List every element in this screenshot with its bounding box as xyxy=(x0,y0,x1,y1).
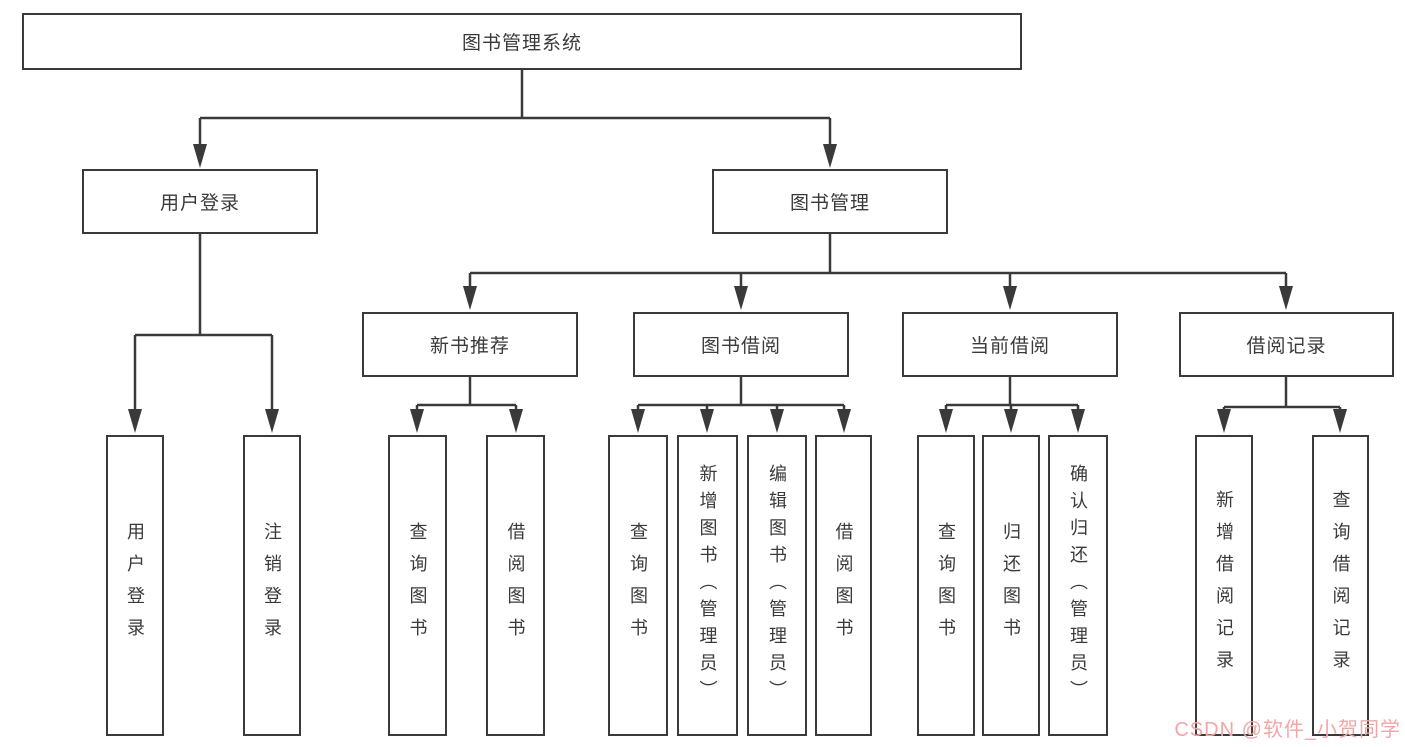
leaf-query-books-borrow: 查询图书 xyxy=(608,435,668,736)
leaf-borrow-books-recommend: 借阅图书 xyxy=(486,435,545,736)
edge-current-to-leaves xyxy=(944,377,1080,411)
leaf-borrow-books: 借阅图书 xyxy=(815,435,872,736)
leaf-edit-books-admin: 编辑图书（管理员） xyxy=(747,435,807,736)
node-user-login-label: 用户登录 xyxy=(159,193,240,214)
leaf-query-borrow-record: 查询借阅记录 xyxy=(1312,435,1369,736)
leaf-return-books: 归还图书 xyxy=(982,435,1040,736)
leaf-borrow-books-label: 借阅图书 xyxy=(833,521,854,650)
root-node: 图书管理系统 xyxy=(22,13,1022,70)
leaf-query-books-recommend: 查询图书 xyxy=(388,435,447,736)
node-book-borrow: 图书借阅 xyxy=(633,312,849,377)
node-current-borrow-label: 当前借阅 xyxy=(969,336,1050,357)
leaf-add-borrow-record: 新增借阅记录 xyxy=(1195,435,1253,736)
leaf-logout: 注销登录 xyxy=(243,435,301,736)
node-user-login: 用户登录 xyxy=(82,169,318,234)
leaf-edit-books-admin-label: 编辑图书（管理员） xyxy=(767,464,787,707)
leaf-borrow-books-recommend-label: 借阅图书 xyxy=(505,521,526,650)
leaf-query-books-current-label: 查询图书 xyxy=(936,521,956,650)
root-node-label: 图书管理系统 xyxy=(461,33,582,54)
node-book-management-label: 图书管理 xyxy=(789,193,870,214)
leaf-user-login-label: 用户登录 xyxy=(125,521,145,650)
edge-borrow-to-leaves xyxy=(636,377,846,411)
leaf-add-books-admin: 新增图书（管理员） xyxy=(677,435,738,736)
leaf-query-books-recommend-label: 查询图书 xyxy=(407,521,428,650)
node-new-book-recommend: 新书推荐 xyxy=(362,312,578,377)
edge-records-to-leaves xyxy=(1222,377,1342,411)
node-book-management: 图书管理 xyxy=(712,169,948,234)
leaf-query-books-current: 查询图书 xyxy=(917,435,975,736)
csdn-watermark: CSDN @软件_小贺同学 xyxy=(1174,719,1401,741)
edge-newbook-to-leaves xyxy=(415,377,518,411)
leaf-logout-label: 注销登录 xyxy=(262,521,282,650)
node-book-borrow-label: 图书借阅 xyxy=(700,336,781,357)
leaf-query-books-borrow-label: 查询图书 xyxy=(628,521,648,650)
node-borrow-records: 借阅记录 xyxy=(1179,312,1394,377)
leaf-add-books-admin-label: 新增图书（管理员） xyxy=(697,464,718,707)
leaf-confirm-return-admin: 确认归还（管理员） xyxy=(1048,435,1108,736)
node-new-book-recommend-label: 新书推荐 xyxy=(429,336,510,357)
leaf-add-borrow-record-label: 新增借阅记录 xyxy=(1214,489,1234,682)
leaf-user-login: 用户登录 xyxy=(106,435,164,736)
edge-userlogin-to-leaves xyxy=(133,234,274,411)
edge-root-to-level1 xyxy=(198,70,832,146)
leaf-query-borrow-record-label: 查询借阅记录 xyxy=(1330,489,1351,682)
arrowheads xyxy=(128,144,1347,433)
node-borrow-records-label: 借阅记录 xyxy=(1246,336,1327,357)
leaf-confirm-return-admin-label: 确认归还（管理员） xyxy=(1068,464,1088,707)
node-current-borrow: 当前借阅 xyxy=(902,312,1118,377)
leaf-return-books-label: 归还图书 xyxy=(1001,521,1021,650)
edge-bookmgmt-to-level2 xyxy=(468,234,1288,288)
